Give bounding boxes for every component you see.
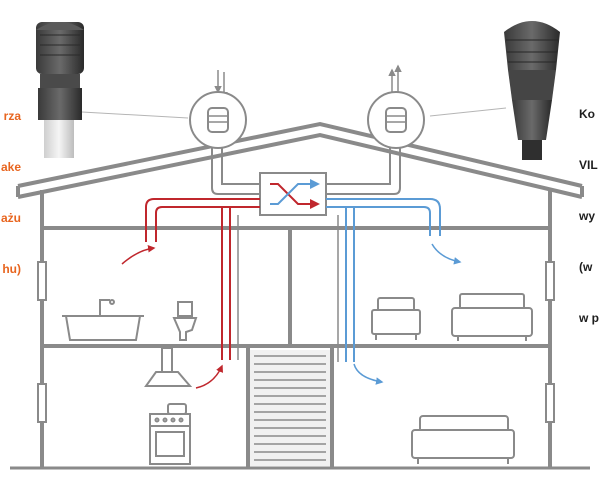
- roof-ventilator-icon: [367, 91, 425, 149]
- caption-line: wy: [579, 209, 596, 223]
- caption-line: hu): [2, 262, 21, 276]
- roof-duct-loop: [211, 148, 401, 195]
- product-caption-left: rza ake ażu hu): [1, 74, 21, 295]
- caption-line: ażu: [0, 211, 21, 225]
- staircase: [250, 350, 330, 466]
- armchair-icon: [371, 297, 421, 340]
- bathtub-icon: [62, 299, 144, 341]
- sofa-icon-upstairs: [451, 293, 533, 341]
- roof-ventilator-product-left: [36, 22, 84, 158]
- product-caption-right: Ko VIL wy (w w p: [579, 72, 599, 344]
- leader-line-left: [81, 111, 189, 119]
- exhaust-air-ducts: [326, 198, 441, 362]
- crossflow-arrows-icon: [270, 179, 320, 209]
- range-hood-icon: [144, 347, 193, 387]
- leader-line-right: [429, 107, 507, 117]
- caption-line: rza: [3, 109, 21, 123]
- heat-exchanger: [259, 172, 327, 216]
- caption-line: w p: [579, 311, 599, 325]
- windows: [37, 261, 555, 423]
- sofa-icon-downstairs: [411, 415, 515, 464]
- duct-outlines: [237, 215, 339, 362]
- caption-line: Ko: [579, 107, 595, 121]
- caption-line: ake: [0, 160, 21, 174]
- toilet-icon: [172, 301, 198, 341]
- supply-air-ducts: [145, 198, 260, 360]
- roof-ventilator-icon: [189, 91, 247, 149]
- caption-line: VIL: [579, 158, 598, 172]
- caption-line: (w: [579, 260, 593, 274]
- roof: [16, 121, 584, 199]
- stove-icon: [149, 403, 191, 465]
- roof-ventilator-product-right: [504, 21, 560, 160]
